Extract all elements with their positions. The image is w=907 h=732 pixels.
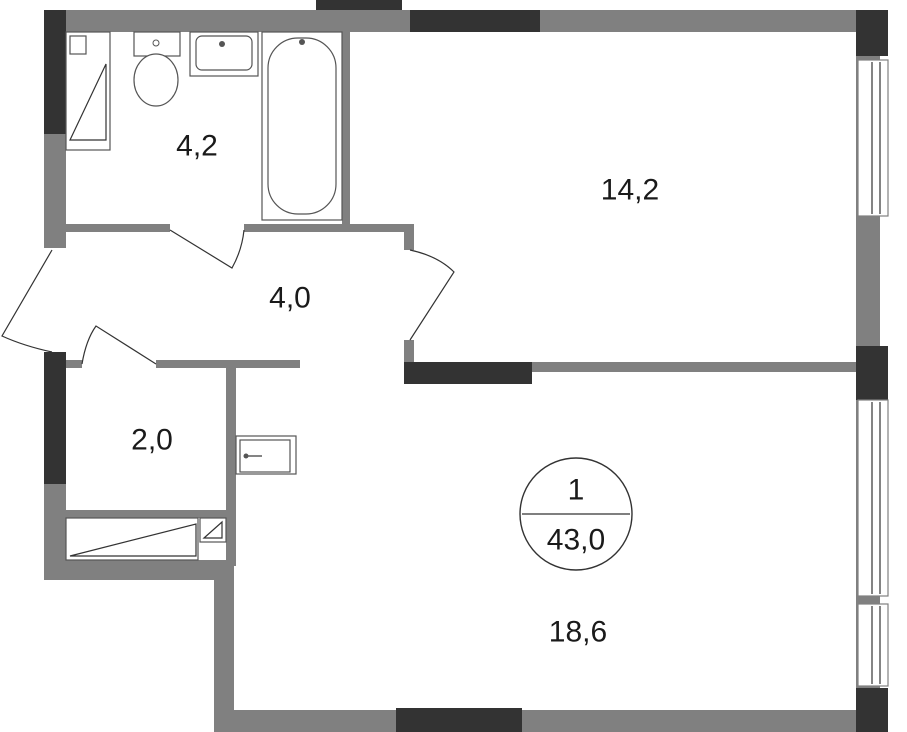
dark-wall-right-middle — [856, 346, 888, 400]
dark-wall-top-notch — [316, 0, 402, 10]
sink-icon — [189, 31, 259, 77]
dark-walls — [44, 0, 888, 732]
window-bottom — [857, 603, 889, 687]
window-top — [857, 59, 889, 217]
storage-fixtures — [65, 517, 227, 561]
dark-wall-right-top — [856, 10, 888, 56]
dark-wall-left-upper — [44, 10, 66, 134]
room-area-hall: 4,0 — [269, 282, 311, 315]
wall-step-vertical — [214, 560, 234, 732]
kitchen-sink-icon — [235, 435, 297, 475]
room-area-storage: 2,0 — [131, 424, 173, 457]
window-middle — [857, 399, 889, 597]
wall-storage-bottom — [44, 560, 234, 580]
wall-storage-inner — [66, 510, 226, 518]
wall-bath-right — [342, 32, 350, 232]
wall-bath-bottom-left — [66, 224, 170, 232]
wall-bottom — [214, 710, 864, 732]
doors — [1, 229, 455, 365]
apartment-badge: 1 43,0 — [519, 457, 633, 571]
apartment-total-area: 43,0 — [547, 524, 605, 557]
wall-hall-right-upper — [404, 224, 414, 250]
room-area-bathroom: 4,2 — [176, 130, 218, 163]
wall-storage-top-right — [156, 360, 300, 368]
entrance-door — [1, 249, 53, 353]
room-area-kitchen-living: 18,6 — [549, 616, 607, 649]
room-area-large-room: 14,2 — [601, 174, 659, 207]
wall-hall-right-lower — [404, 340, 414, 380]
dark-wall-right-bottom — [856, 688, 888, 732]
wall-bath-bottom-right — [244, 224, 414, 232]
dark-wall-top — [410, 10, 540, 32]
bathroom-door — [169, 229, 245, 269]
dark-wall-left-lower — [44, 352, 66, 484]
bathtub-icon — [261, 31, 343, 221]
room-door — [409, 249, 455, 341]
wall-room-divider — [404, 362, 856, 372]
toilet-icon — [133, 31, 181, 107]
storage-cabinet — [65, 517, 199, 561]
storage-door — [81, 325, 157, 365]
bathroom-fixtures — [65, 31, 343, 221]
dark-wall-divider — [404, 362, 532, 384]
dark-wall-bottom — [396, 708, 522, 732]
wall-storage-top-left — [66, 360, 82, 368]
wall-storage-right — [226, 368, 236, 566]
windows — [857, 59, 889, 687]
apartment-rooms-count: 1 — [568, 474, 585, 507]
